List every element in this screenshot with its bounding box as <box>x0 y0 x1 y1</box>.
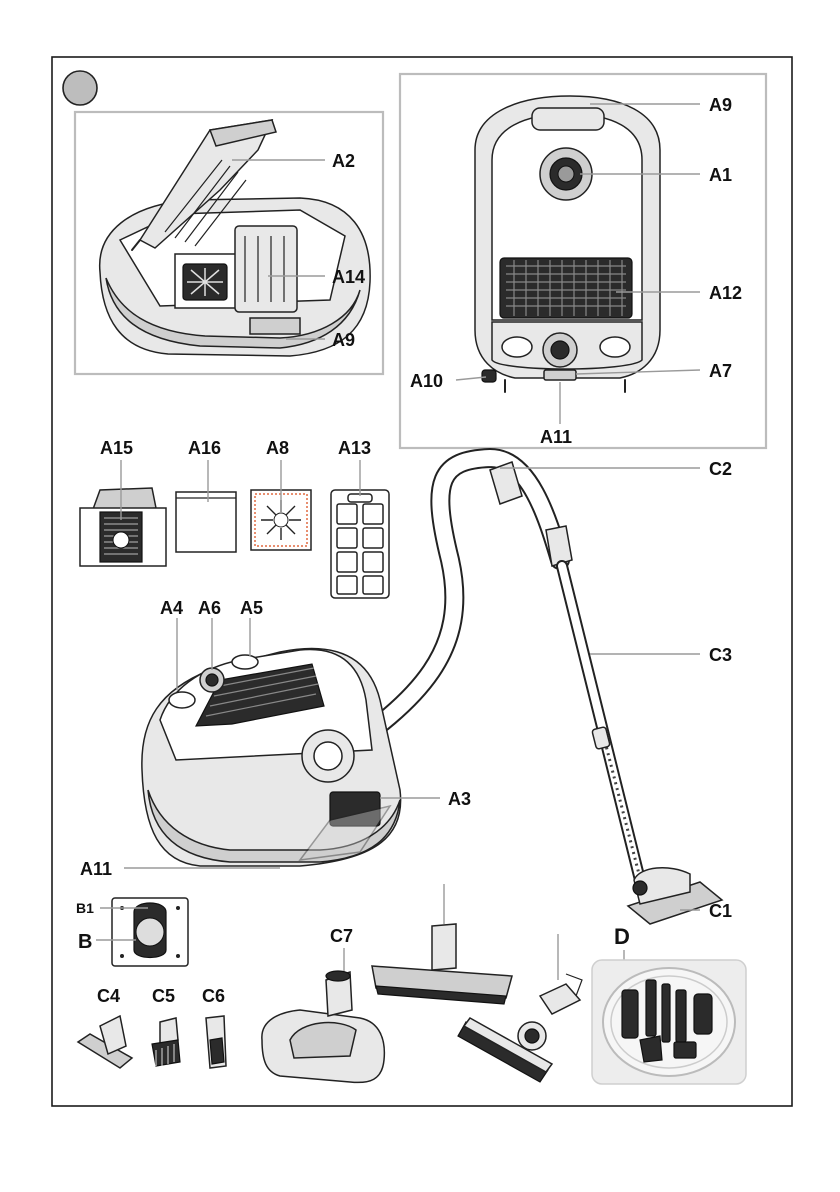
label-b1: B1 <box>76 900 94 916</box>
open-lid-unit-illustration <box>100 120 370 356</box>
label-a11-side: A11 <box>80 859 112 879</box>
label-c6: C6 <box>202 986 225 1006</box>
label-a9-inset: A9 <box>332 330 355 350</box>
label-a5: A5 <box>240 598 263 618</box>
filter-sheet-a16 <box>176 460 236 552</box>
label-a3: A3 <box>448 789 471 809</box>
label-a4: A4 <box>160 598 183 618</box>
label-c1: C1 <box>709 901 732 921</box>
label-a9-front: A9 <box>709 95 732 115</box>
turbo-brush-c7 <box>262 971 385 1082</box>
label-c4: C4 <box>97 986 120 1006</box>
label-a11-front: A11 <box>540 427 572 447</box>
upholstery-nozzle-c4 <box>78 1016 132 1068</box>
exhaust-filter-a13 <box>331 460 389 598</box>
label-c2: C2 <box>709 459 732 479</box>
label-c3: C3 <box>709 645 732 665</box>
label-a1: A1 <box>709 165 732 185</box>
label-a10: A10 <box>410 371 443 391</box>
accessory-case-d <box>592 960 746 1084</box>
label-a12: A12 <box>709 283 742 303</box>
dust-bag-a15 <box>80 460 166 566</box>
brush-nozzle-c5 <box>152 1018 180 1066</box>
label-a8: A8 <box>266 438 289 458</box>
main-unit-illustration <box>142 649 401 866</box>
label-a7: A7 <box>709 361 732 381</box>
label-a6: A6 <box>198 598 221 618</box>
section-marker <box>63 71 97 105</box>
parquet-nozzle <box>372 924 512 1004</box>
motor-filter-a8 <box>251 460 311 550</box>
label-a2: A2 <box>332 151 355 171</box>
floor-nozzle-c1 <box>628 868 722 924</box>
label-a15: A15 <box>100 438 133 458</box>
label-a14: A14 <box>332 267 365 287</box>
label-c5: C5 <box>152 986 175 1006</box>
front-view-illustration <box>475 96 660 392</box>
label-b: B <box>78 931 92 953</box>
crevice-nozzle-c6 <box>206 1016 226 1068</box>
label-a13: A13 <box>338 438 371 458</box>
label-d: D <box>614 924 630 949</box>
label-a16: A16 <box>188 438 221 458</box>
label-c7: C7 <box>330 926 353 946</box>
